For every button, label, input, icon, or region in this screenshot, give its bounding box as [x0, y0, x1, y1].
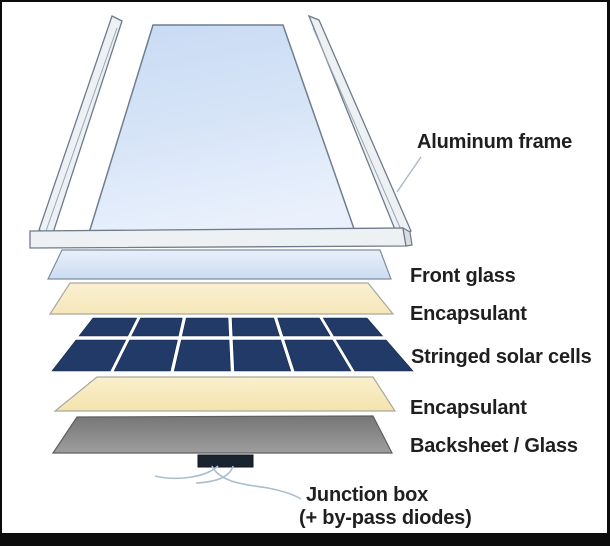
solar-cell	[173, 339, 231, 372]
border-left	[0, 0, 2, 546]
backsheet-layer	[51, 415, 393, 454]
solar-cell	[231, 317, 280, 337]
junction-box-wire-left	[154, 465, 219, 480]
junction-box-wire-leader	[211, 465, 302, 500]
label-stringed-solar-cells: Stringed solar cells	[411, 346, 592, 368]
stringed-solar-cells-layer	[51, 317, 414, 372]
solar-cell	[284, 339, 352, 372]
solar-cell	[322, 317, 384, 337]
encapsulant-bottom-layer	[53, 376, 397, 412]
aluminum-frame-bottom-bar	[29, 227, 407, 249]
solar-cell	[335, 339, 414, 372]
solar-cell	[113, 339, 178, 372]
solar-cell	[232, 339, 292, 372]
aluminum-frame-right-rail	[307, 14, 412, 238]
solar-cell	[78, 317, 138, 337]
border-right	[607, 0, 610, 546]
label-junction-box-diodes: (+ by-pass diodes)	[299, 507, 472, 529]
junction-box-wire-curl	[195, 465, 234, 484]
label-encapsulant-bottom: Encapsulant	[410, 397, 527, 419]
aluminum-frame-leader-line	[396, 156, 422, 193]
label-junction-box: Junction box	[306, 484, 429, 506]
front-glass-layer	[47, 249, 392, 280]
right-rail-edge-line	[312, 27, 403, 233]
label-backsheet-glass: Backsheet / Glass	[410, 435, 578, 457]
glass-pane	[83, 24, 362, 247]
solar-cell	[131, 317, 183, 337]
border-bottom	[0, 533, 610, 546]
border-top	[0, 0, 610, 2]
label-aluminum-frame: Aluminum frame	[417, 131, 573, 153]
label-front-glass: Front glass	[410, 265, 516, 287]
solar-cell	[51, 339, 127, 372]
solar-cell	[277, 317, 331, 337]
aluminum-frame-bar-endcap	[402, 226, 413, 247]
label-encapsulant-top: Encapsulant	[410, 303, 527, 325]
solar-cell	[181, 317, 230, 337]
junction-box	[197, 454, 254, 468]
encapsulant-top-layer	[48, 282, 395, 315]
left-rail-edge-line	[45, 27, 118, 232]
